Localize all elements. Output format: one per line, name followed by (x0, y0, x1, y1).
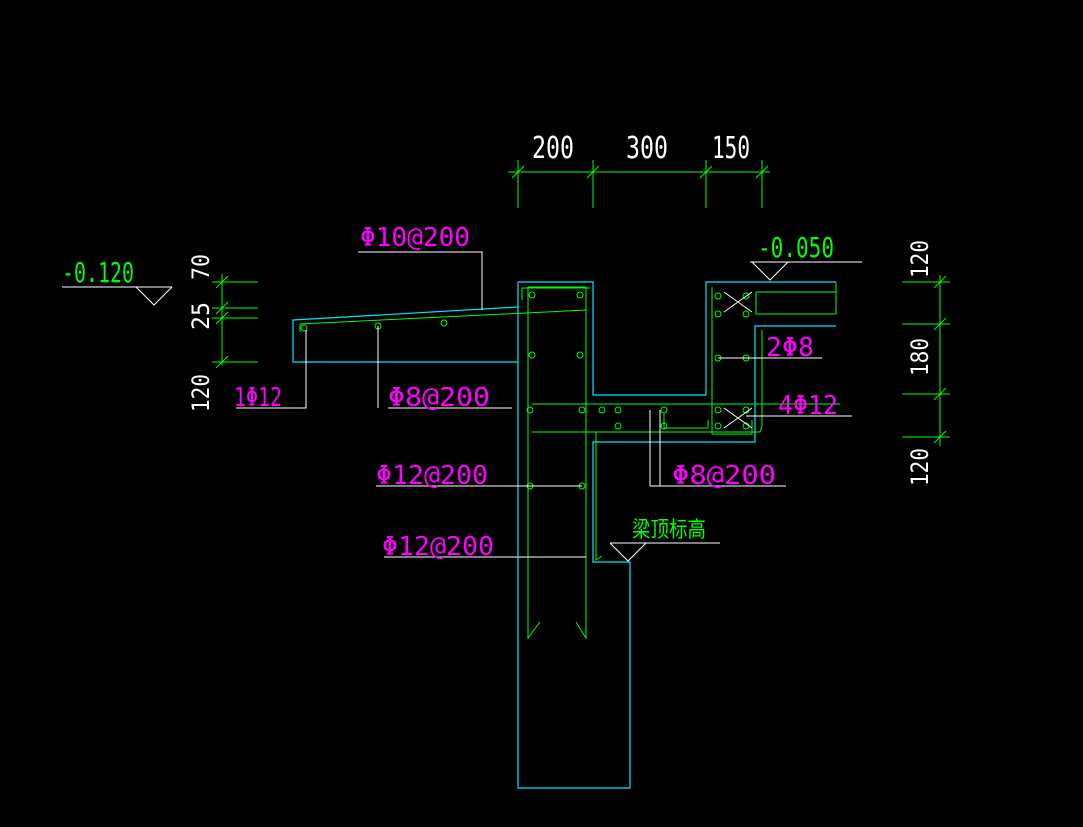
label-slab-top-rebar: Φ10@200 (360, 223, 470, 253)
left-dim-25: 25 (187, 302, 215, 330)
elevation-left-text: -0.120 (62, 256, 134, 289)
right-dim-120-top: 120 (906, 240, 934, 278)
left-dim-70: 70 (187, 254, 215, 280)
concrete-outline (292, 281, 836, 789)
label-ledge-bottom-rebar: 4Φ12 (778, 391, 838, 421)
top-dim-300: 300 (626, 131, 668, 166)
beam-top-elevation-text: 梁顶标高 (632, 518, 706, 543)
wall-outline (517, 282, 836, 789)
left-slab-outline (292, 306, 519, 363)
left-dim-120: 120 (187, 374, 215, 412)
label-slab-edge-rebar: 1Φ12 (234, 383, 282, 413)
top-dim-150: 150 (712, 131, 750, 166)
elevation-right-text: -0.050 (758, 231, 834, 264)
left-dimension-chain (212, 274, 258, 369)
right-dimension-chain (902, 275, 950, 446)
label-ledge-long-rebar: 2Φ8 (766, 333, 814, 363)
elevation-marker-right (750, 261, 862, 281)
channel-outline (518, 281, 836, 396)
elevation-marker-left (62, 286, 173, 306)
label-ledge-stirrup-rebar: Φ8@200 (672, 461, 776, 491)
label-slab-bottom-rebar: Φ8@200 (388, 383, 490, 413)
top-dimension-chain (508, 160, 770, 208)
leader-lines (236, 251, 852, 558)
label-wall-rebar-1: Φ12@200 (376, 461, 488, 491)
rebar-dots (300, 291, 750, 490)
top-dim-200: 200 (532, 131, 574, 166)
elevation-marker-beam-top (609, 542, 720, 562)
right-dim-120-bottom: 120 (906, 448, 934, 486)
right-dim-180: 180 (906, 338, 934, 376)
cross-ties (723, 291, 753, 429)
label-wall-rebar-2: Φ12@200 (382, 532, 494, 562)
rebar-lines (299, 282, 840, 640)
